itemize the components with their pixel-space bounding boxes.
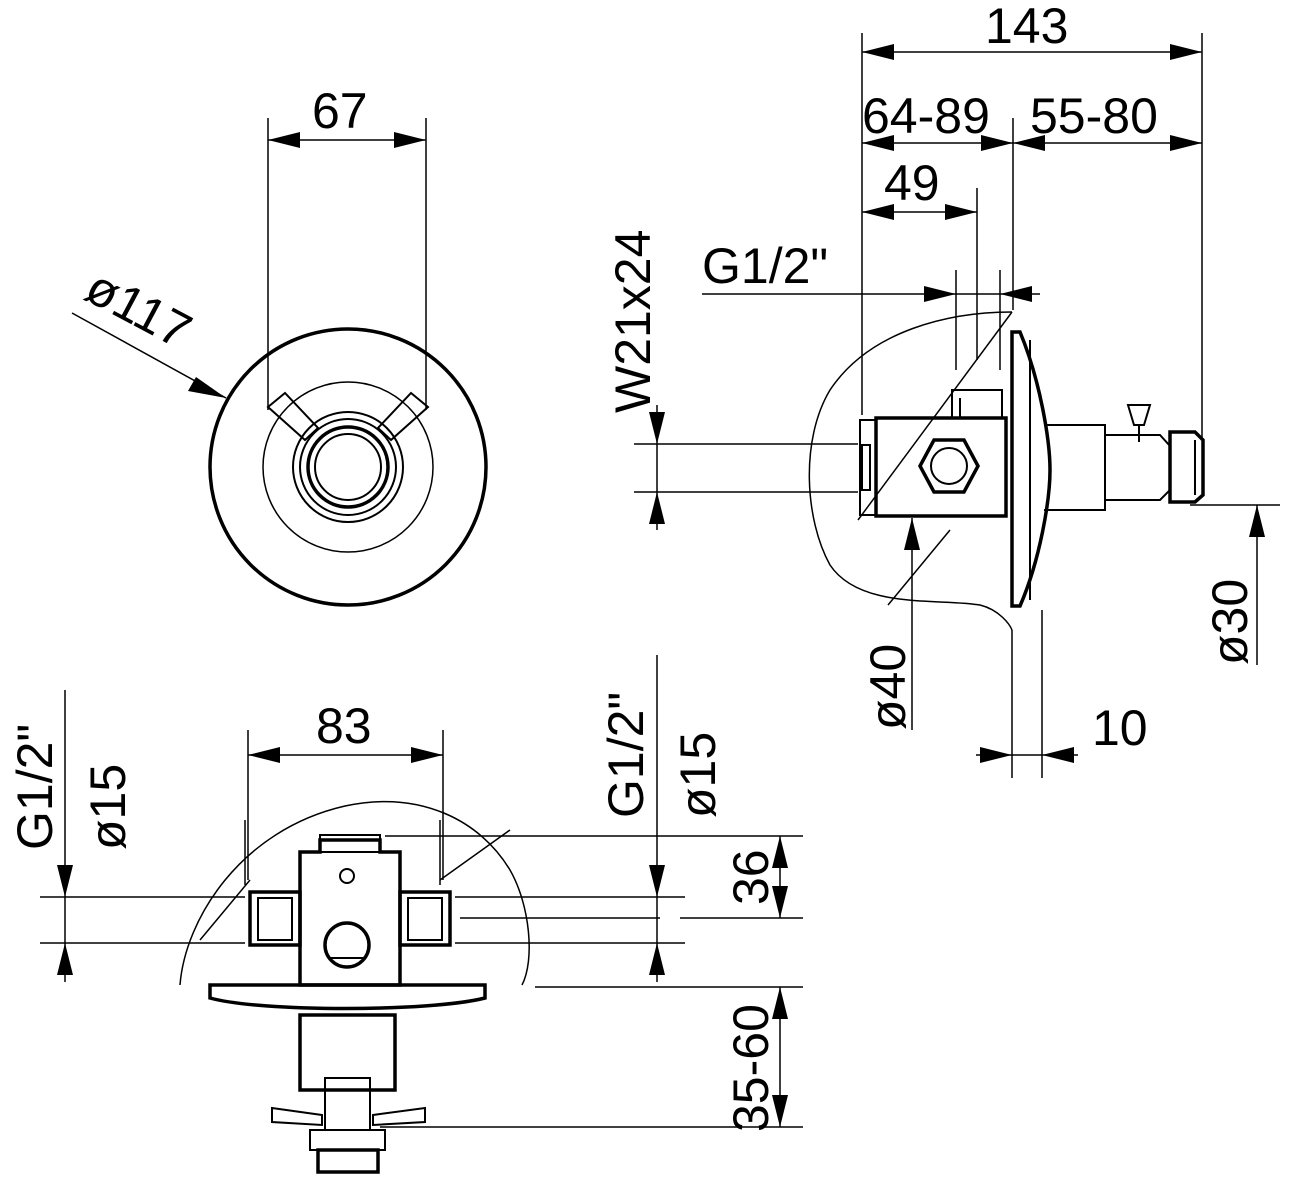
dim-side-total: 143 [985,0,1068,54]
front-view [71,118,488,607]
dim-side-thread-w: W21x24 [605,230,661,413]
dim-side-d40: ø40 [860,644,916,730]
dim-front-width: 67 [312,83,368,139]
dim-left-d15: ø15 [80,764,136,850]
dim-right-d15: ø15 [670,732,726,818]
dim-side-49: 49 [884,155,940,211]
side-view [634,33,1280,778]
dim-left-thread: G1/2" [7,724,63,850]
dim-side-ext-range: 55-80 [1030,88,1158,144]
dim-bottom-35-60: 35-60 [723,1004,779,1132]
dim-bottom-36: 36 [723,849,779,905]
dim-right-thread: G1/2" [598,692,654,818]
dim-side-thread-top: G1/2" [702,238,828,294]
dim-bottom-width: 83 [316,698,372,754]
bottom-view [40,655,803,1174]
dim-side-10: 10 [1092,700,1148,756]
dim-front-diameter: ø117 [77,258,201,359]
dim-side-d30: ø30 [1202,579,1258,665]
dim-side-depth-range: 64-89 [862,88,990,144]
